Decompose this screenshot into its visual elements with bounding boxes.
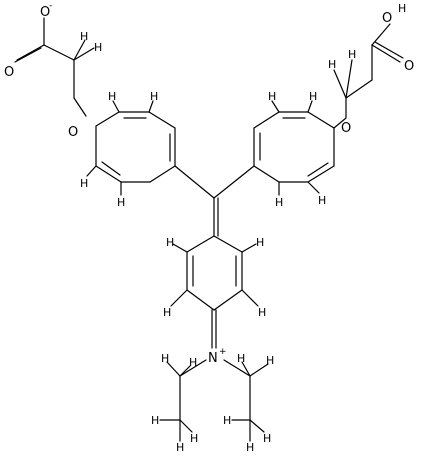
left-carboxylate-group xyxy=(14,17,95,117)
atom-labels: O - O O O O O N + xyxy=(4,1,414,366)
carbonyl-oxygen-left-label: O xyxy=(4,65,14,80)
hydrogen-label: H xyxy=(318,194,326,207)
nitrogen-label: N xyxy=(208,351,218,366)
hydrogen-label: H xyxy=(268,90,276,103)
diethylamino-group xyxy=(159,359,269,442)
hydrogen-label: H xyxy=(80,177,88,190)
central-methylidene xyxy=(174,165,255,237)
hydrogen-label: H xyxy=(309,90,317,103)
right-phenyl-ring xyxy=(253,100,335,196)
hydrogen-label: H xyxy=(263,432,271,445)
hydrogen-label: H xyxy=(151,414,159,427)
quinoid-ring xyxy=(170,235,259,349)
hydrogen-label: H xyxy=(80,30,88,43)
hydrogen-label: H xyxy=(348,48,356,61)
carbonyl-oxygen-right-label: O xyxy=(404,59,414,74)
hydrogen-label: H xyxy=(398,2,406,15)
right-carboxylic-acid-group xyxy=(333,23,404,129)
anion-charge-label: - xyxy=(49,1,52,11)
hydrogen-labels: H H H H H H H H H H H H H H H H H H H H … xyxy=(80,2,406,454)
hydrogen-label: H xyxy=(176,441,184,452)
hydrogen-label: H xyxy=(266,354,274,367)
cation-charge-label: + xyxy=(219,347,227,357)
hydrogen-label: H xyxy=(223,414,231,427)
hydrogen-label: H xyxy=(189,356,197,369)
hydrogen-label: H xyxy=(328,58,336,71)
hydrogen-label: H xyxy=(163,306,171,319)
hydrogen-label: H xyxy=(275,196,283,209)
hydrogen-label: H xyxy=(256,236,264,249)
ether-oxygen-left-label: O xyxy=(68,125,78,140)
hydrogen-label: H xyxy=(150,90,158,103)
hydrogen-label: H xyxy=(246,441,254,452)
hydrogen-label: H xyxy=(161,352,169,365)
hydrogen-label: H xyxy=(166,236,174,249)
hydrogen-label: H xyxy=(108,90,116,103)
hydrogen-label: H xyxy=(237,352,245,365)
left-phenyl-ring xyxy=(86,100,176,196)
hydrogen-label: H xyxy=(117,196,125,209)
hydroxyl-oxygen-label: O xyxy=(382,11,392,26)
hydrogen-label: H xyxy=(258,306,266,319)
hydrogen-label: H xyxy=(190,432,198,445)
ether-oxygen-right-label: O xyxy=(341,121,351,136)
hydrogen-label: H xyxy=(94,41,102,54)
oxygen-anion-label: O xyxy=(40,5,50,20)
